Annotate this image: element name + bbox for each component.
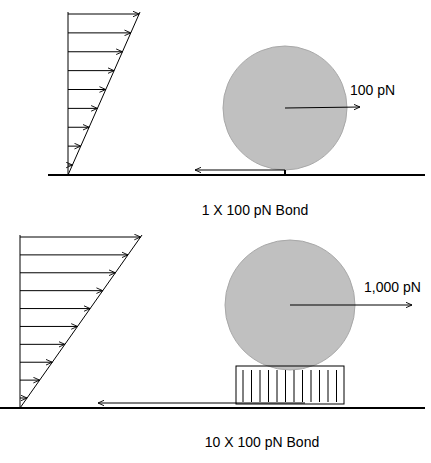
flow-arrow — [20, 380, 40, 381]
ground-line — [48, 174, 425, 176]
force-arrow — [285, 107, 360, 108]
bond-force-arrow — [98, 403, 305, 404]
shear-flow-arrows — [68, 14, 139, 165]
force-label: 100 pN — [350, 82, 395, 99]
bond-line — [285, 370, 286, 402]
bond-label: 10 X 100 pN Bond — [205, 434, 319, 451]
flow-arrow — [20, 272, 115, 273]
flow-arrow — [20, 308, 90, 309]
flow-arrow — [68, 146, 81, 147]
bond-patch — [236, 366, 344, 404]
flow-arrow — [68, 70, 114, 71]
bond-line — [294, 370, 295, 402]
flow-arrow — [20, 326, 78, 327]
flow-arrow — [20, 362, 52, 363]
bond-label: 1 X 100 pN Bond — [202, 202, 309, 219]
shear-flow-arrows — [20, 237, 141, 398]
flow-arrow — [20, 290, 103, 291]
bond-line — [277, 370, 278, 402]
flow-arrow — [68, 127, 89, 128]
bottom-panel — [0, 235, 425, 408]
profile-line — [20, 235, 142, 408]
bond-line — [243, 370, 244, 402]
bond-line — [311, 370, 312, 402]
flow-arrow — [20, 254, 128, 255]
flow-arrow — [20, 237, 141, 238]
bond-line — [260, 370, 261, 402]
profile-axis — [20, 235, 21, 408]
flow-arrow — [68, 165, 72, 166]
bond-line — [302, 370, 303, 402]
bond-line — [268, 370, 269, 402]
force-label: 1,000 pN — [364, 279, 421, 296]
profile-axis — [68, 12, 69, 175]
flow-arrow — [68, 14, 139, 15]
ground-line — [0, 407, 425, 409]
bond-line — [251, 370, 252, 402]
flow-arrow — [20, 398, 27, 399]
bond-line — [328, 370, 329, 402]
bond-tether — [284, 170, 286, 175]
force-arrow — [290, 305, 412, 306]
flow-arrow — [68, 32, 131, 33]
top-panel — [48, 12, 425, 175]
bond-force-arrow — [195, 170, 285, 171]
flow-arrow — [68, 89, 106, 90]
bond-line — [336, 370, 337, 402]
bond-tethers — [243, 370, 337, 402]
flow-arrow — [68, 108, 97, 109]
flow-arrow — [20, 344, 65, 345]
flow-arrow — [68, 51, 122, 52]
bond-line — [319, 370, 320, 402]
profile-line — [68, 12, 140, 175]
